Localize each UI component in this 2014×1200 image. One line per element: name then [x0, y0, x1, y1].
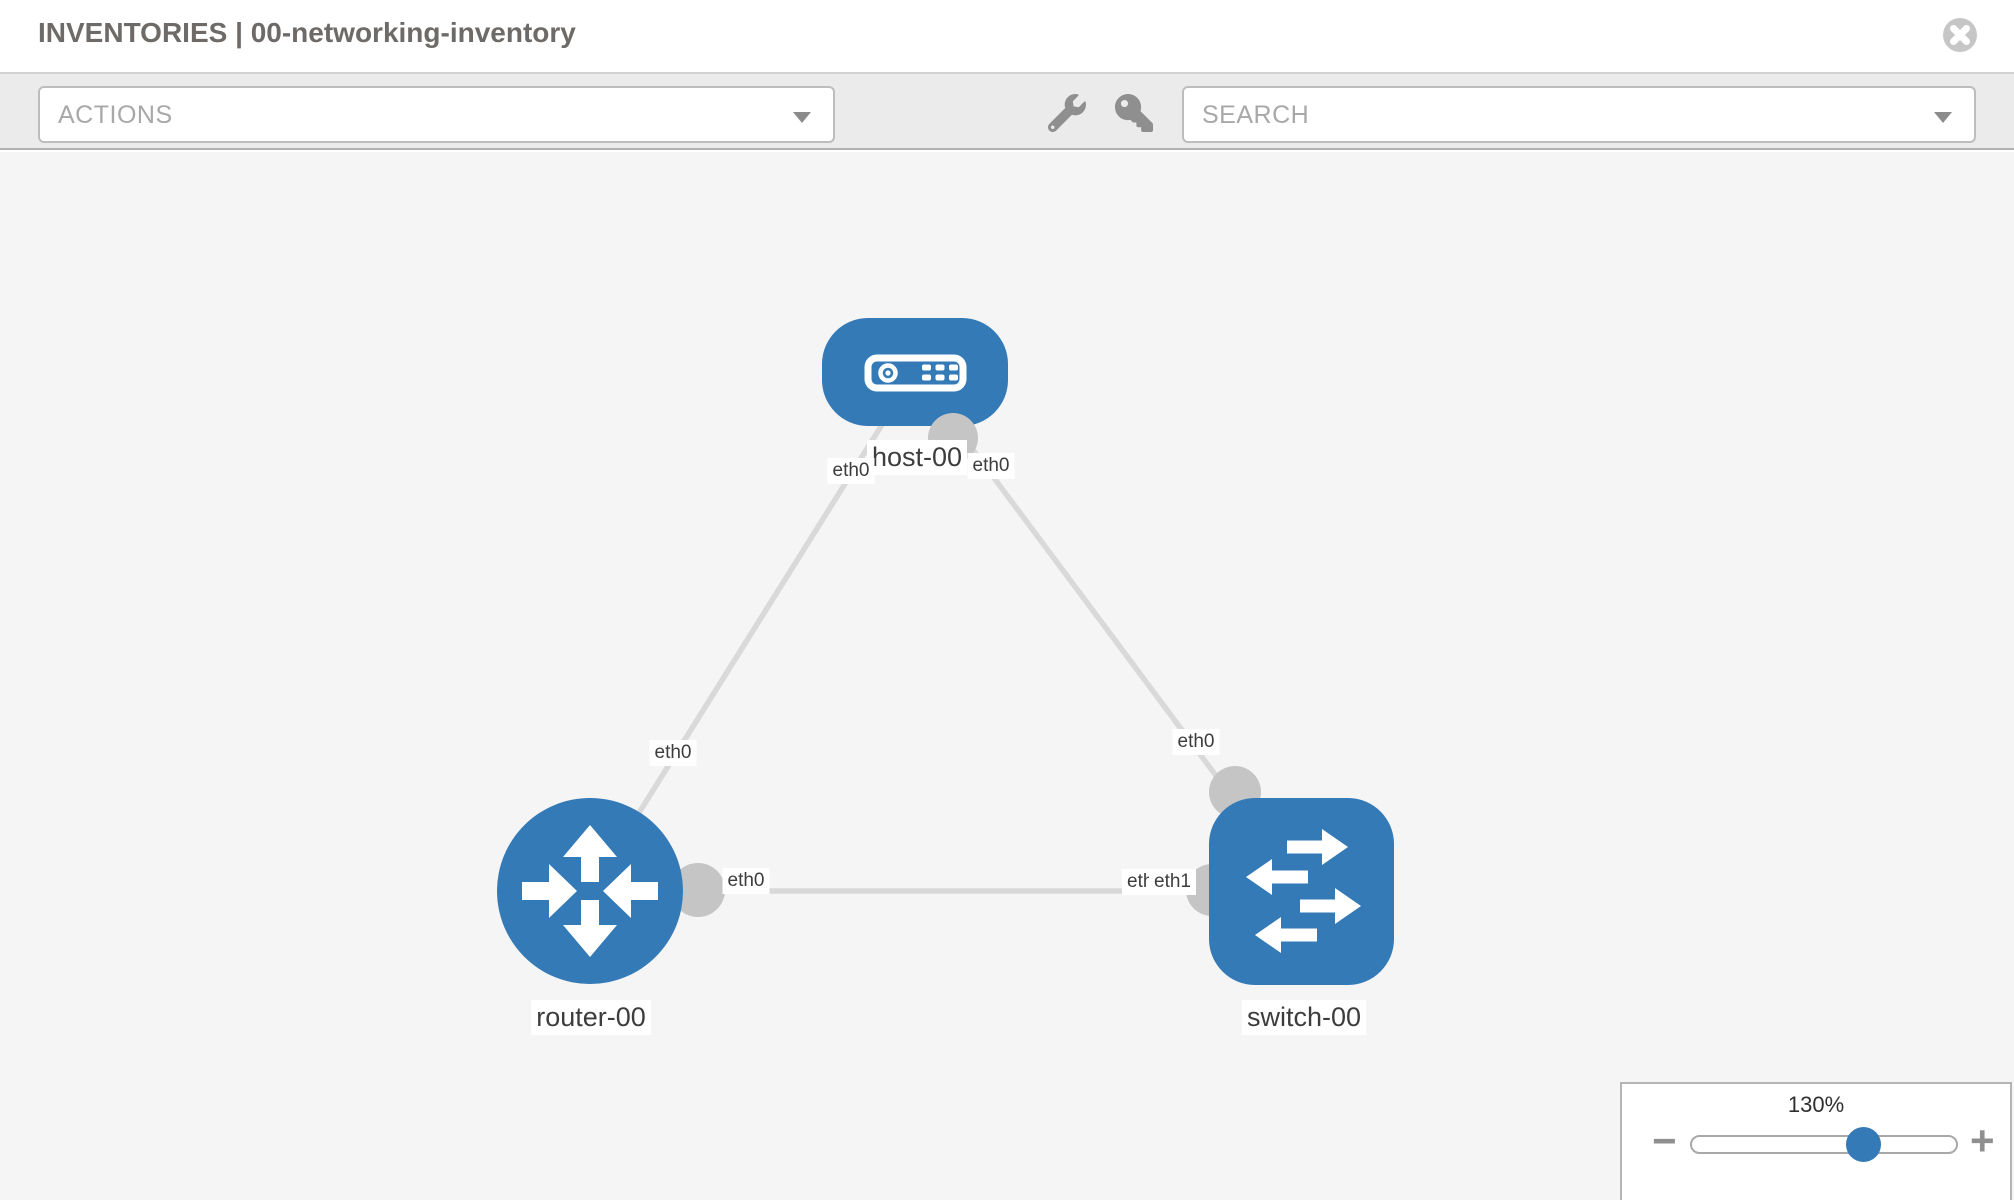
node-switch-00[interactable] [1209, 798, 1394, 985]
zoom-out-button[interactable]: − [1652, 1120, 1677, 1162]
chevron-down-icon [793, 112, 811, 123]
links-layer [587, 370, 1305, 917]
wrench-icon [1047, 94, 1086, 133]
node-label-host-00: host-00 [866, 440, 968, 476]
tools-button[interactable] [1047, 94, 1086, 133]
router-icon [522, 825, 658, 957]
plus-icon: + [1970, 1117, 1995, 1164]
interface-label-router-eth0-right: eth0 [722, 868, 770, 894]
zoom-slider[interactable] [1690, 1127, 1958, 1162]
zoom-slider-thumb[interactable] [1846, 1127, 1881, 1162]
key-icon [1115, 94, 1153, 132]
node-router-00[interactable] [497, 798, 683, 984]
close-button[interactable] [1942, 17, 1978, 53]
interface-label-switch-eth1: eth1 [1149, 869, 1196, 895]
minus-icon: − [1652, 1117, 1677, 1164]
zoom-panel: 130% − + [1620, 1082, 2012, 1200]
node-host-00[interactable] [822, 318, 1008, 426]
close-icon [1943, 18, 1977, 52]
chevron-down-icon [1934, 112, 1952, 123]
actions-dropdown[interactable]: ACTIONS [38, 86, 835, 143]
toolbar: ACTIONS SEARCH [0, 72, 2014, 150]
interface-label-host-eth0-right: eth0 [967, 453, 1015, 479]
header: INVENTORIES | 00-networking-inventory [0, 0, 2014, 72]
credentials-button[interactable] [1115, 94, 1153, 132]
search-dropdown-label: SEARCH [1202, 101, 1310, 129]
topology-canvas[interactable]: host-00 router-00 switch-00 eth0 eth0 et… [0, 152, 2014, 1200]
page-title: INVENTORIES | 00-networking-inventory [38, 17, 576, 48]
interface-dot-router-eth0 [671, 863, 725, 917]
interface-label-router-eth0-top: eth0 [649, 740, 697, 766]
interface-label-host-eth0-left: eth0 [827, 458, 875, 484]
node-label-router-00: router-00 [531, 1000, 651, 1036]
zoom-in-button[interactable]: + [1970, 1120, 1995, 1162]
actions-dropdown-label: ACTIONS [58, 101, 173, 129]
switch-icon [1246, 829, 1361, 953]
interface-label-switch-eth0-top: eth0 [1172, 729, 1220, 755]
search-dropdown[interactable]: SEARCH [1182, 86, 1976, 143]
host-icon [864, 354, 967, 392]
zoom-level: 130% [1787, 1092, 1845, 1117]
node-label-switch-00: switch-00 [1241, 1000, 1367, 1036]
